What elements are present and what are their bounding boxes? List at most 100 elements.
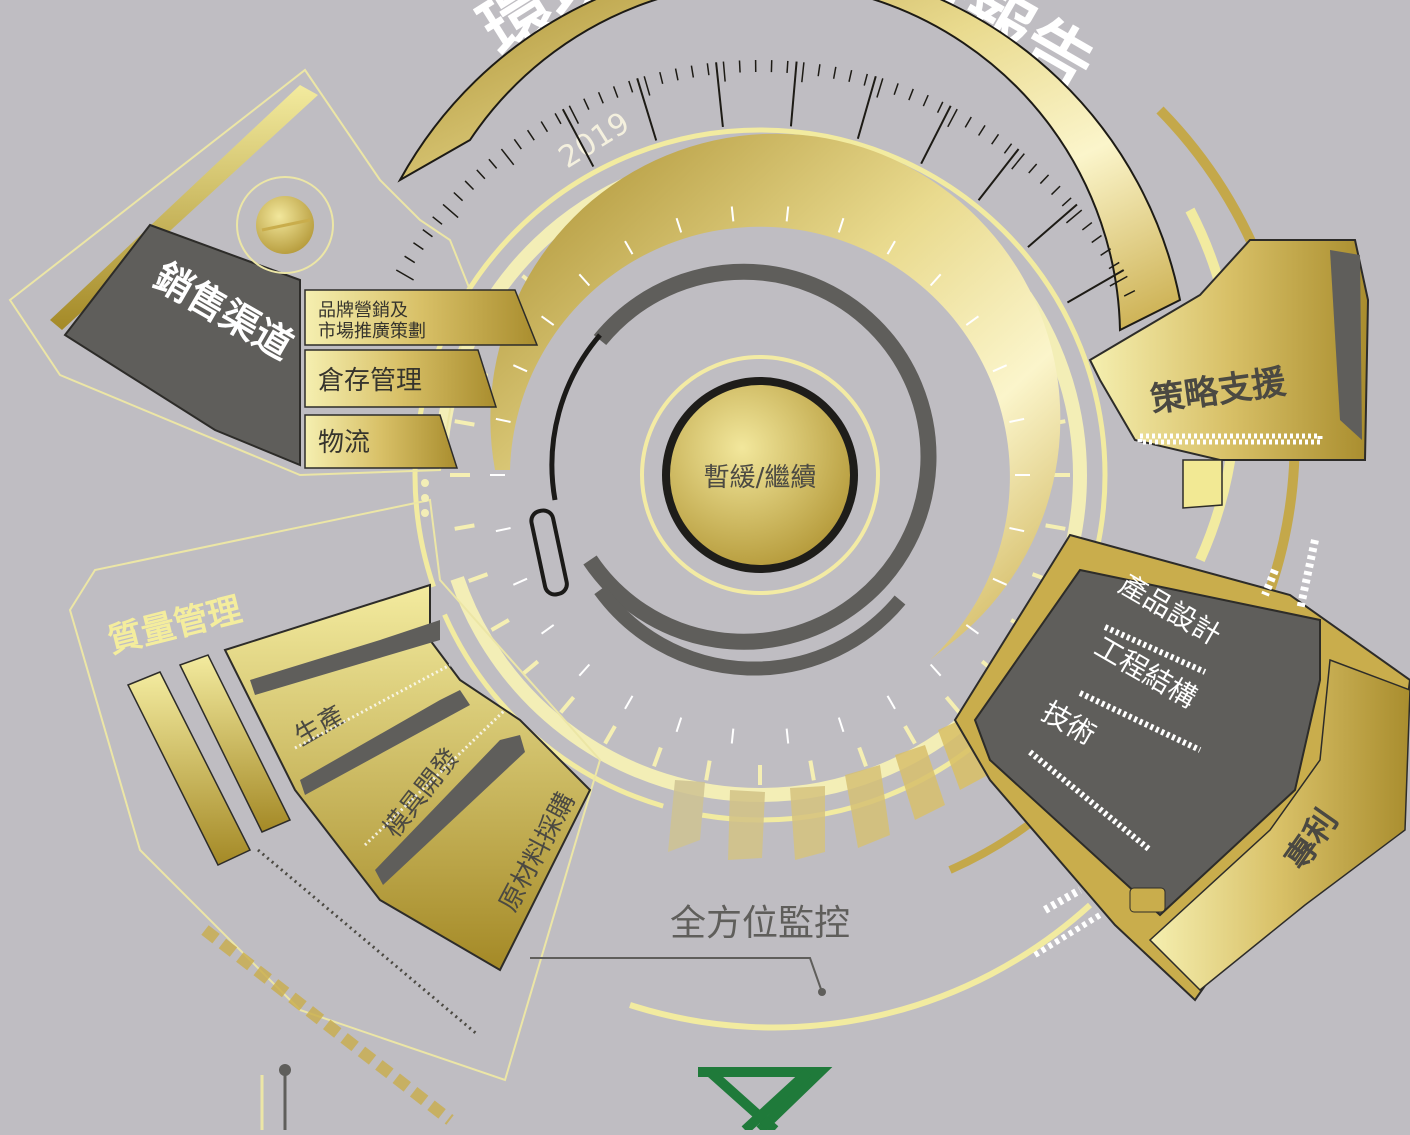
sales-item-0-line2: 市場推廣策劃 [318,321,426,342]
radial-tick [605,726,615,743]
gold-ring-tick [513,579,527,585]
gold-ring-tick [579,665,589,676]
radial-tick [810,761,813,781]
dial-segment [979,149,1019,200]
dial-tick [644,76,650,95]
sales-item-2[interactable]: 物流 [305,415,457,468]
gold-ring-tick [677,718,682,732]
gold-ring-tick [787,729,789,744]
dial-tick [660,72,663,84]
dial-segment [921,106,951,164]
quality-dash-band [205,930,450,1120]
gold-ring-tick [839,718,844,732]
dial-tick [396,270,413,280]
dial-tick [514,139,521,149]
dial-segment [791,62,797,127]
dial-tick [1062,198,1071,206]
year-label: 2019 [553,106,636,176]
dial-tick [723,62,725,82]
radial-tick [561,697,574,712]
gold-ring-tick [966,625,978,634]
dial-tick [979,125,985,135]
radial-tick [859,748,866,767]
dial-tick [443,204,458,217]
tech-small-pill [1130,888,1165,912]
radial-tick [523,661,538,674]
dial-tick [477,170,485,179]
dial-tick [909,89,913,100]
dial-tick [787,61,788,73]
dial-tick [818,64,820,76]
dial-tick [1082,223,1091,230]
left-dots-1 [421,479,429,487]
dial-tick [405,256,415,262]
dial-tick [691,66,693,78]
sales-item-1-label: 倉存管理 [318,366,422,396]
dial-tick [541,122,547,132]
sales-item-1[interactable]: 倉存管理 [305,350,496,407]
logo-icon [698,1072,820,1130]
bottom-line-dot [279,1064,291,1076]
sales-item-2-label: 物流 [318,428,370,458]
dial-tick [1052,186,1061,194]
radial-tick [455,525,475,528]
radial-tick [905,726,915,743]
dial-tick [629,81,633,92]
dial-tick [489,159,497,168]
dial-segment [637,78,656,140]
sales-item-0[interactable]: 品牌營銷及 市場推廣策劃 [305,290,537,345]
dial-tick [802,62,804,82]
monitor-label: 全方位監控 [670,903,850,944]
dial-tick [965,117,971,127]
black-arc [552,335,600,500]
black-pill [530,509,569,597]
radial-tick [706,761,709,781]
radial-tick [469,574,488,581]
dial-tick [465,181,473,190]
dial-tick [948,109,957,127]
left-dots-2 [421,494,429,502]
gold-ring-tick [931,665,941,676]
dial-tick [707,63,709,75]
center-label: 暫緩/繼續 [704,463,817,493]
dial-tick [923,95,928,106]
dial-tick [1029,164,1037,173]
gold-ring-tick [625,696,633,709]
gold-ring-tick [732,729,734,744]
monitor-line [530,958,822,992]
radial-tick [455,421,475,424]
dial-tick [614,86,618,97]
dial-tick [877,78,883,97]
dial-tick [501,149,513,165]
dial-tick [555,113,561,123]
dial-tick [433,217,442,225]
dial-tick [849,70,852,82]
dial-segment [858,76,876,138]
gold-ring-tick [542,625,554,634]
dial-tick [1092,236,1102,243]
dial-segment [716,62,723,127]
dial-segment [1028,204,1077,247]
dial-tick [599,92,604,103]
radial-tick [492,620,509,630]
dial-tick [992,134,999,144]
dial-tick [1040,175,1048,184]
dial-tick [1004,144,1011,154]
dial-tick [739,61,740,73]
right-dash-2 [1300,540,1315,610]
tech-dash-left [1045,890,1080,910]
dial-tick [938,102,943,113]
monitor-line-dot [818,988,826,996]
sales-item-0-line1: 品牌營銷及 [318,300,408,321]
dial-tick [584,99,589,110]
dial-tick [834,67,836,79]
radial-tick [946,697,959,712]
gold-ring-tick [496,528,511,531]
dial-tick [413,243,423,250]
radial-tick [1046,525,1066,528]
radial-tick [654,748,661,767]
dial-tick [864,74,867,86]
dial-tick [454,192,463,200]
